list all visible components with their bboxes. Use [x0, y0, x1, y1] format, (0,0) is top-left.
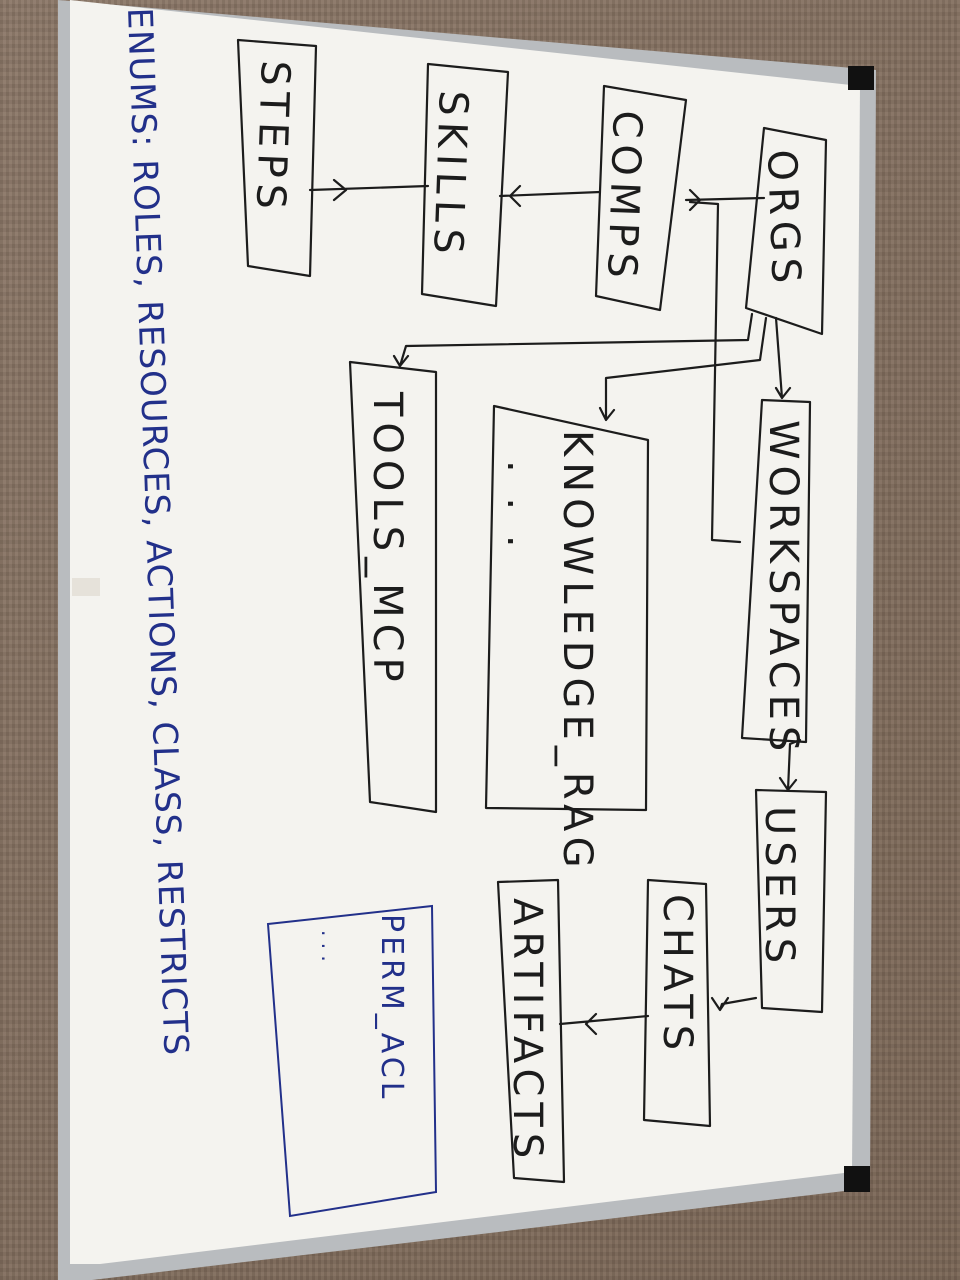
skills-box: [420, 62, 510, 308]
tape-strip: [72, 578, 100, 596]
connector-users-chats: [710, 996, 758, 1012]
perm-acl-dots: . . .: [317, 930, 341, 962]
connector-workspaces-users: [778, 738, 802, 792]
artifacts-label: ARTIFACTS: [504, 898, 550, 1164]
steps-label: STEPS: [247, 60, 298, 216]
tools-mcp-box: [348, 360, 438, 814]
frame-corner-bottom: [844, 1166, 870, 1192]
orgs-label: ORGS: [758, 149, 809, 290]
workspaces-label: WORKSPACES: [760, 420, 806, 757]
connector-comps-orgs: [684, 188, 766, 212]
connector-comps-workspaces: [688, 200, 742, 544]
connector-chats-artifacts: [558, 1012, 650, 1036]
chats-box: [642, 878, 712, 1128]
knowledge-rag-label: KNOWLEDGE_RAG: [554, 430, 600, 874]
skills-label: SKILLS: [424, 90, 476, 261]
whiteboard-surface: [70, 0, 860, 1264]
chats-label: CHATS: [654, 894, 700, 1056]
perm-acl-box: [266, 904, 438, 1218]
connector-orgs-workspaces: [774, 316, 792, 400]
tools-mcp-label: TOOLS_MCP: [364, 391, 410, 688]
artifacts-box: [496, 878, 566, 1184]
users-box: [754, 788, 828, 1014]
steps-box: [236, 38, 318, 278]
connector-steps-skills: [308, 178, 430, 202]
perm-acl-label: PERM_ACL: [374, 914, 409, 1102]
connector-skills-comps: [498, 184, 602, 208]
frame-corner-top: [848, 66, 874, 90]
connector-orgs-knowledge: [598, 316, 768, 422]
knowledge-rag-box: [484, 404, 650, 812]
comps-box: [594, 84, 688, 312]
connector-orgs-tools: [392, 312, 754, 368]
workspaces-box: [740, 398, 812, 744]
knowledge-dots: . . .: [498, 460, 544, 554]
orgs-box: [744, 126, 828, 336]
comps-label: COMPS: [598, 110, 650, 285]
users-label: USERS: [756, 806, 802, 969]
